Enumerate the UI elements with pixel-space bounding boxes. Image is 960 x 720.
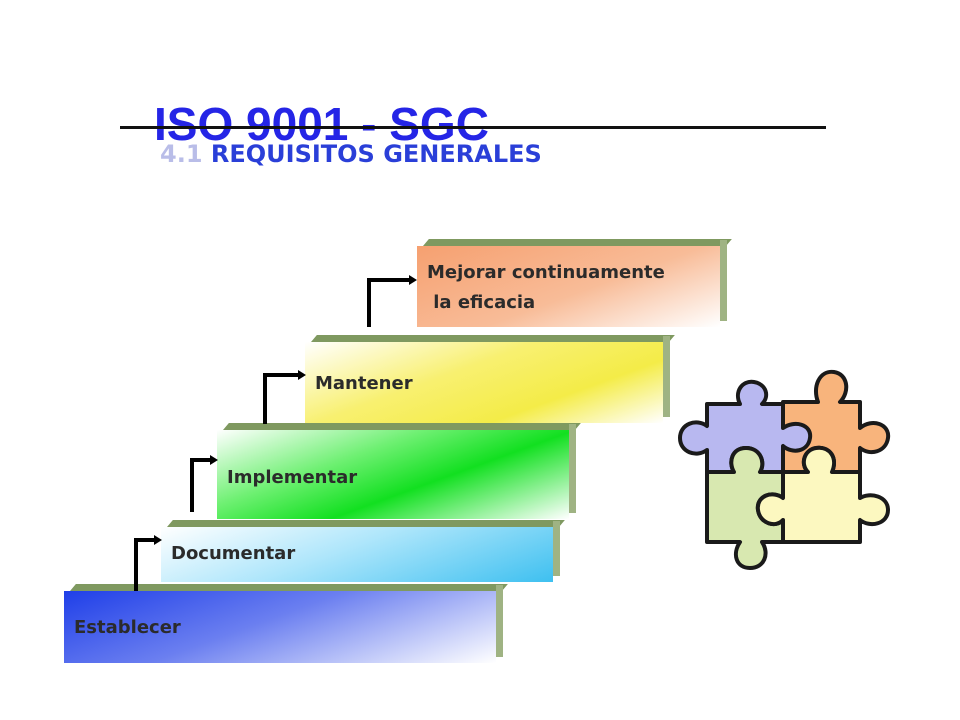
step-arrow-icon <box>367 275 417 327</box>
step-label: Documentar <box>171 543 296 564</box>
subtitle-text: REQUISITOS GENERALES <box>210 140 542 168</box>
step-implementar: Implementar <box>217 423 581 519</box>
step-label: Establecer <box>74 617 181 638</box>
page-subtitle: 4.1 REQUISITOS GENERALES <box>160 140 542 168</box>
step-arrow-icon <box>190 455 218 512</box>
step-establecer: Establecer <box>64 584 508 663</box>
page-title: ISO 9001 - SGC <box>154 98 489 150</box>
step-documentar: Documentar <box>161 520 565 582</box>
step-label: Mantener <box>315 373 413 394</box>
step-label: Mejorar continuamente <box>427 262 665 283</box>
step-mejorar: Mejorar continuamente la eficacia <box>417 239 732 327</box>
step-arrow-icon <box>134 535 162 591</box>
step-arrow-icon <box>263 370 306 424</box>
step-label: la eficacia <box>427 292 536 313</box>
step-label: Implementar <box>227 467 358 488</box>
puzzle-piece-orange <box>781 369 891 474</box>
title-rule <box>120 126 826 129</box>
puzzle-icon <box>678 369 891 570</box>
subtitle-number: 4.1 <box>160 140 203 168</box>
puzzle-piece-yellow <box>755 445 890 544</box>
step-mantener: Mantener <box>305 335 675 423</box>
